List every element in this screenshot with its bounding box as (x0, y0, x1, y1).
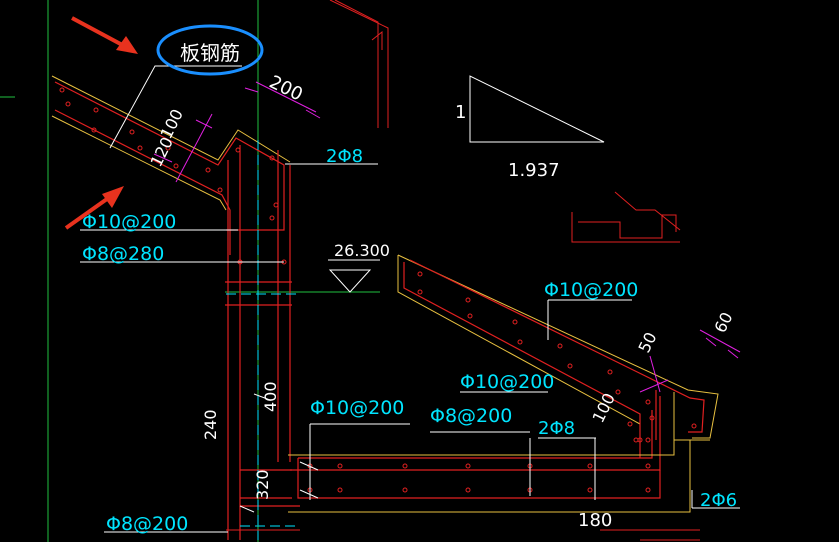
text-layer: 板钢筋 200 100 120 2Φ8 Φ10@200 Φ8@280 26.30… (82, 41, 737, 535)
right-slab-rebar (240, 259, 705, 507)
green-guides (0, 0, 380, 542)
left-slab-dots (59, 87, 287, 265)
rebar-phi10-200-mid: Φ10@200 (460, 371, 554, 393)
rebar-phi8-200-bottom: Φ8@200 (106, 513, 188, 535)
left-slab-outline (51, 75, 291, 211)
red-arrow-top-icon (71, 16, 138, 54)
slope-run: 1.937 (508, 160, 560, 181)
bottom-lines (226, 529, 700, 541)
callout-ellipse (156, 24, 264, 76)
leader-lines (80, 65, 740, 533)
dim-ticks-white (239, 393, 319, 513)
bar-2phi8-top: 2Φ8 (326, 146, 363, 167)
cyan-centerlines (226, 140, 300, 540)
top-red-details (329, 0, 681, 243)
elevation-marker (328, 259, 380, 293)
bar-2phi6: 2Φ6 (700, 490, 737, 511)
dim-320: 320 (253, 469, 272, 500)
rebar-phi8-280: Φ8@280 (82, 243, 164, 265)
dim-180: 180 (578, 510, 612, 531)
rebar-phi10-200-right: Φ10@200 (544, 279, 638, 301)
slope-rise: 1 (455, 102, 466, 123)
arrow-icons (64, 16, 138, 230)
rebar-phi8-200-center: Φ8@200 (430, 405, 512, 427)
red-arrow-bottom-icon (64, 186, 124, 230)
dimension-marks (153, 81, 741, 393)
bar-2phi8-bottom: 2Φ8 (538, 418, 575, 439)
right-slab-outline (397, 254, 719, 439)
rebar-phi10-200-center: Φ10@200 (310, 397, 404, 419)
elevation-label: 26.300 (334, 241, 390, 260)
dim-240: 240 (201, 409, 220, 440)
rebar-phi10-200-left: Φ10@200 (82, 211, 176, 233)
slope-triangle (469, 75, 605, 143)
dim-400: 400 (261, 381, 280, 412)
lower-outline (288, 392, 710, 513)
callout-label: 板钢筋 (180, 41, 240, 65)
